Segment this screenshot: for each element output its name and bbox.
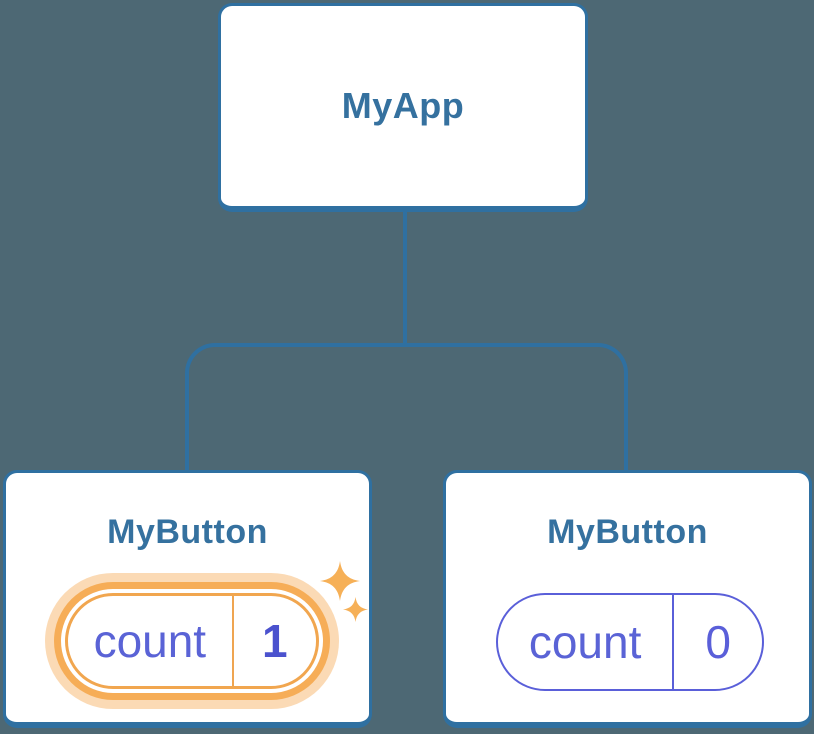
root-component-label: MyApp xyxy=(341,85,465,126)
state-pill: count 0 xyxy=(496,593,764,691)
state-name-label: count xyxy=(93,615,207,667)
state-value-cell: 0 xyxy=(674,595,762,689)
sparkle-icon xyxy=(320,561,360,601)
state-name-label: count xyxy=(528,616,642,668)
state-name-cell: count xyxy=(498,595,675,689)
sparkle-icon xyxy=(343,597,368,622)
connector-branch-line xyxy=(185,343,628,470)
child-component-label: MyButton xyxy=(107,513,268,551)
component-node-child-right: MyButton count 0 xyxy=(443,470,812,728)
component-node-child-left: MyButton count 1 xyxy=(3,470,372,728)
state-name-cell: count xyxy=(68,596,234,686)
state-pill-highlighted: count 1 xyxy=(65,593,319,689)
connector-stem-line xyxy=(403,209,407,347)
state-value-label: 0 xyxy=(705,616,731,668)
child-component-label: MyButton xyxy=(547,513,708,551)
state-value-cell: 1 xyxy=(234,596,316,686)
component-node-root: MyApp xyxy=(218,3,588,212)
state-value-label: 1 xyxy=(262,615,288,667)
